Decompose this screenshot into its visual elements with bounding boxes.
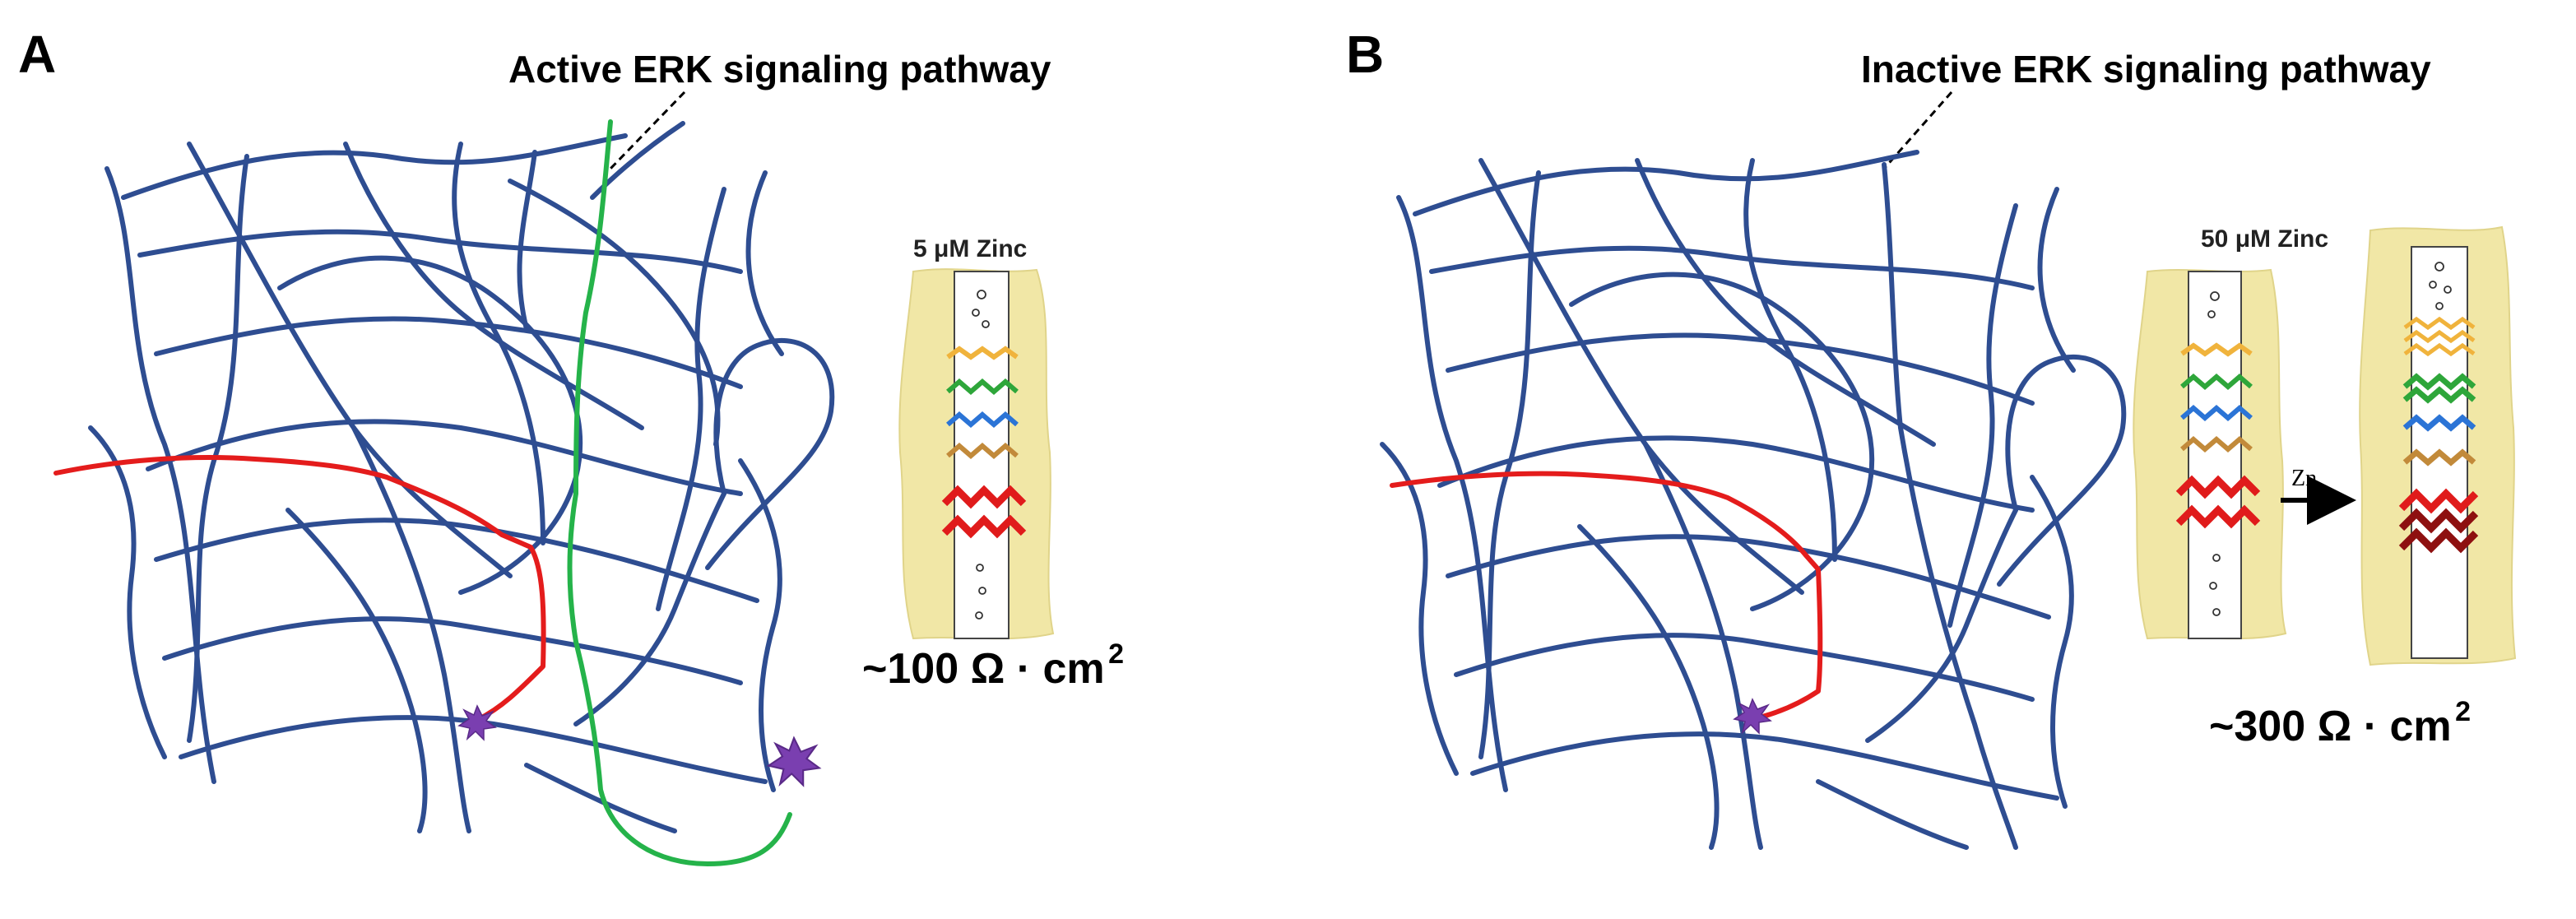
panel-b-letter: B — [1346, 25, 1384, 84]
panel-b-zinc-label: 50 μM Zinc — [2201, 225, 2328, 253]
panel-a-pathway-label: Active ERK signaling pathway — [508, 48, 1051, 91]
panel-a-zinc-label: 5 μM Zinc — [913, 235, 1027, 262]
panel-b: B Inactive ERK signaling pathway — [1346, 25, 2517, 850]
panel-a-tight-junction — [898, 268, 1055, 640]
panel-b-red-path — [1390, 471, 1823, 722]
junction-band — [2398, 316, 2479, 554]
panel-a-letter: A — [18, 25, 56, 84]
panel-a-node-starburst — [768, 736, 820, 787]
panel-a: A Active ERK signaling pathway — [18, 25, 1124, 866]
panel-b-network — [1380, 150, 2127, 850]
panel-a-leader-line — [609, 91, 686, 170]
junction-band — [941, 346, 1027, 539]
panel-b-tight-junction-after — [2359, 225, 2517, 666]
panel-b-pathway-label: Inactive ERK signaling pathway — [1861, 48, 2431, 91]
panel-a-resistance: ~100 Ω · cm 2 — [862, 638, 1124, 693]
panel-b-tight-junction-before — [2133, 268, 2287, 640]
panel-a-green-path — [567, 119, 792, 866]
panel-a-network — [88, 121, 835, 833]
panel-b-zn-label: Zn — [2291, 466, 2317, 491]
panel-b-resistance: ~300 Ω · cm 2 — [2209, 696, 2471, 750]
panel-a-red-path — [53, 455, 546, 722]
junction-band — [2175, 342, 2261, 529]
panel-b-leader-line — [1882, 91, 1953, 169]
